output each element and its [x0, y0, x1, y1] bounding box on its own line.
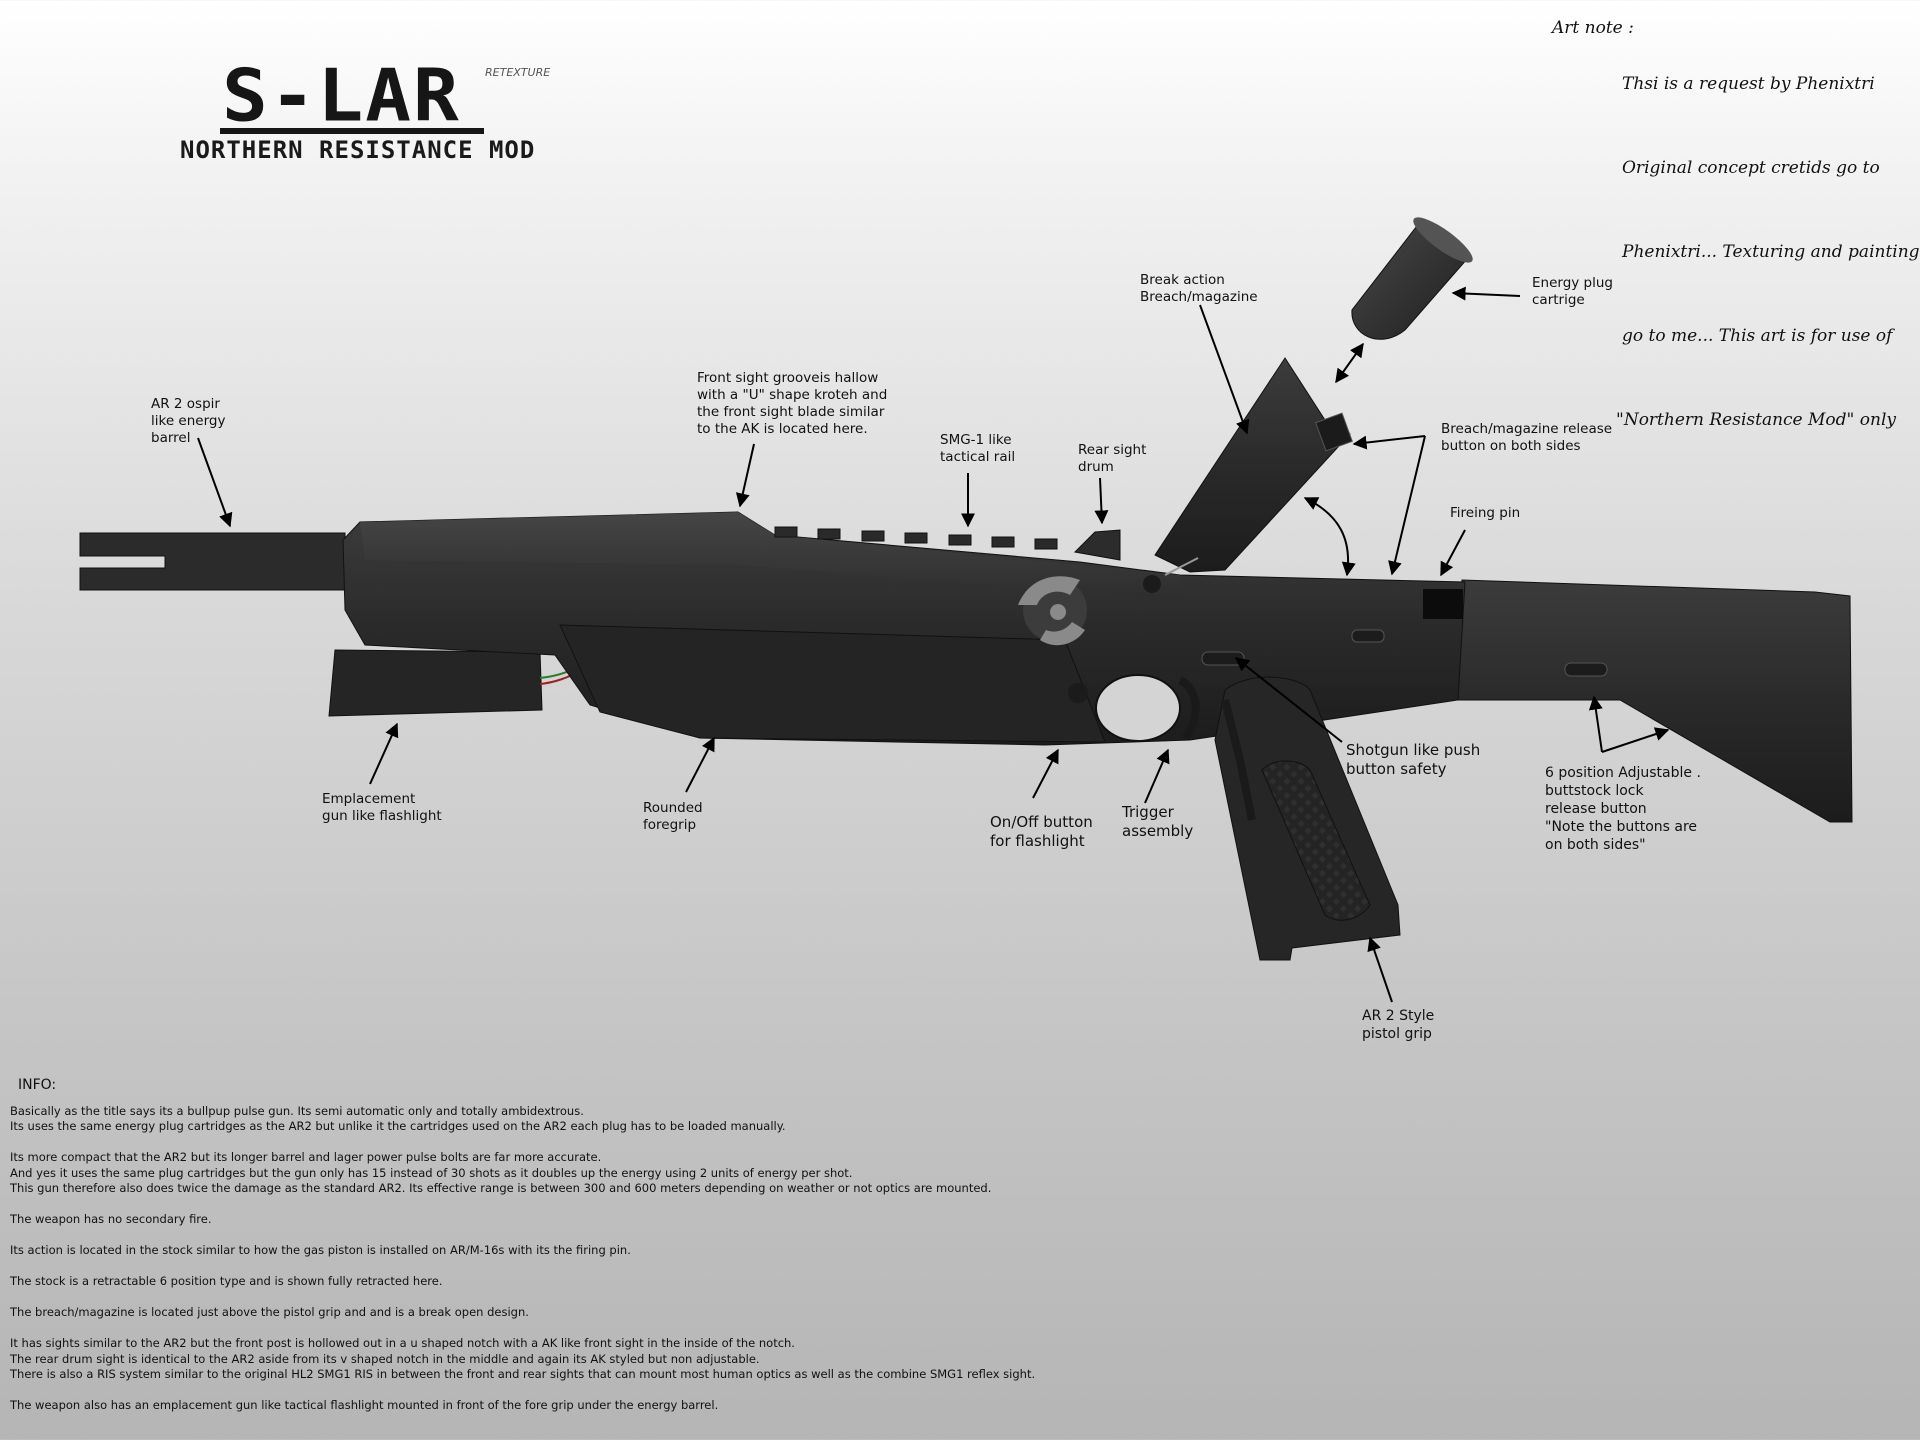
flashlight: [328, 649, 543, 717]
callout-line: with a "U" shape kroteh and: [697, 387, 888, 403]
callout-line: Rear sight: [1078, 442, 1147, 458]
callout-line: SMG-1 like: [940, 432, 1012, 448]
callout-rear-sight: Rear sight drum: [1078, 442, 1146, 476]
callout-line: Fireing pin: [1450, 505, 1521, 521]
callout-line: Emplacement: [322, 791, 416, 807]
callout-line: 6 position Adjustable .: [1545, 765, 1701, 781]
callout-line: Shotgun like push: [1346, 741, 1481, 759]
callout-line: the front sight blade similar: [697, 404, 885, 420]
info-line: The breach/magazine is located just abov…: [10, 1305, 529, 1319]
callout-line: Break action: [1140, 272, 1225, 288]
info-line: And yes it uses the same plug cartridges…: [10, 1165, 853, 1180]
info-line: Basically as the title says its a bullpu…: [10, 1103, 584, 1118]
callout-line: gun like flashlight: [322, 808, 442, 824]
info-line: The stock is a retractable 6 position ty…: [10, 1274, 443, 1288]
title-underline: [220, 128, 484, 134]
info-line: The rear drum sight is identical to the …: [10, 1351, 760, 1366]
art-note-line: go to me... This art is for use of: [1622, 326, 1893, 346]
info-paragraph: Basically as the title says its a bullpu…: [10, 1104, 1070, 1135]
combine-emblem-icon: [1018, 576, 1087, 646]
logo: S-LAR RETEXTURE NORTHERN RESISTANCE MOD: [178, 58, 578, 168]
buttstock: [1449, 579, 1853, 823]
energy-barrel: [79, 532, 346, 591]
callout-line: like energy: [151, 413, 226, 429]
callout-line: Rounded: [643, 800, 703, 816]
callout-barrel: AR 2 ospir like energy barrel: [151, 396, 225, 447]
callout-release-button: Breach/magazine release button on both s…: [1441, 421, 1612, 455]
info-line: The weapon has no secondary fire.: [10, 1212, 212, 1226]
callout-line: Breach/magazine release: [1441, 421, 1613, 437]
callout-line: for flashlight: [990, 832, 1085, 850]
foregrip: [559, 624, 1106, 743]
info-line: The weapon also has an emplacement gun l…: [10, 1398, 719, 1412]
callout-energy-plug: Energy plug cartrige: [1532, 275, 1613, 309]
callout-line: drum: [1078, 459, 1114, 475]
art-note-line: Original concept cretids go to: [1622, 158, 1880, 178]
info-title: INFO:: [18, 1077, 57, 1093]
info-paragraph: The weapon has no secondary fire.: [10, 1212, 1070, 1228]
info-paragraph: The weapon also has an emplacement gun l…: [10, 1398, 1070, 1414]
art-note-line: Thsi is a request by Phenixtri: [1622, 74, 1875, 94]
callout-line: barrel: [151, 430, 191, 446]
callout-line: on both sides": [1545, 837, 1646, 853]
callout-line: release button: [1545, 801, 1647, 817]
trigger-guard: [1095, 674, 1181, 742]
info-section: INFO: Basically as the title says its a …: [10, 1077, 1070, 1429]
info-line: It has sights similar to the AR2 but the…: [10, 1336, 795, 1350]
callout-line: On/Off button: [990, 813, 1093, 831]
callout-line: to the AK is located here.: [697, 421, 868, 437]
callout-line: AR 2 Style: [1362, 1008, 1435, 1024]
callout-arrows: [197, 286, 1670, 1003]
info-paragraph: The breach/magazine is located just abov…: [10, 1305, 1070, 1321]
callout-line: foregrip: [643, 817, 697, 833]
callout-firing-pin: Fireing pin: [1450, 505, 1520, 522]
art-note-line: Phenixtri... Texturing and painting cred…: [1622, 242, 1920, 262]
callout-line: Energy plug: [1532, 275, 1613, 291]
callout-line: Breach/magazine: [1140, 289, 1258, 305]
energy-plug: [1351, 221, 1469, 340]
callout-line: cartrige: [1532, 292, 1585, 308]
info-paragraph: Its more compact that the AR2 but its lo…: [10, 1150, 1070, 1197]
info-paragraph: The stock is a retractable 6 position ty…: [10, 1274, 1070, 1290]
callout-line: tactical rail: [940, 449, 1016, 465]
callout-pistol-grip: AR 2 Style pistol grip: [1362, 1007, 1434, 1043]
callout-onoff-button: On/Off button for flashlight: [990, 813, 1093, 851]
art-note-line: "Northern Resistance Mod" only: [1616, 410, 1896, 430]
info-paragraph: Its action is located in the stock simil…: [10, 1243, 1070, 1259]
callout-line: button safety: [1346, 760, 1447, 778]
weapon-title: S-LAR: [222, 53, 461, 138]
callout-line: AR 2 ospir: [151, 396, 220, 412]
breach-magazine: [1154, 357, 1351, 573]
art-note-lines: Thsi is a request by Phenixtri Original …: [1616, 14, 1920, 490]
callout-foregrip: Rounded foregrip: [643, 800, 703, 834]
callout-tactical-rail: SMG-1 like tactical rail: [940, 432, 1015, 466]
rear-sight-drum: [1073, 529, 1121, 561]
info-line: Its uses the same energy plug cartridges…: [10, 1119, 786, 1133]
callout-trigger: Trigger assembly: [1122, 803, 1193, 841]
info-line: Its more compact that the AR2 but its lo…: [10, 1150, 602, 1164]
callout-line: assembly: [1122, 822, 1194, 840]
callout-line: button on both sides: [1441, 438, 1581, 454]
callout-front-sight: Front sight grooveis hallow with a "U" s…: [697, 370, 887, 438]
info-line: This gun therefore also does twice the d…: [10, 1181, 992, 1195]
info-paragraph: It has sights similar to the AR2 but the…: [10, 1336, 1070, 1383]
callout-line: buttstock lock: [1545, 783, 1644, 799]
info-line: Its action is located in the stock simil…: [10, 1243, 631, 1257]
callout-line: pistol grip: [1362, 1026, 1432, 1042]
tactical-rail: [774, 526, 1058, 550]
title-tag: RETEXTURE: [485, 66, 551, 79]
info-line: There is also a RIS system similar to th…: [10, 1367, 1036, 1381]
art-note-label: Art note :: [1552, 18, 1634, 38]
callout-buttstock: 6 position Adjustable . buttstock lock r…: [1545, 764, 1701, 854]
callout-line: "Note the buttons are: [1545, 819, 1698, 835]
callout-flashlight: Emplacement gun like flashlight: [322, 791, 442, 825]
mod-subtitle: NORTHERN RESISTANCE MOD: [180, 136, 536, 164]
callout-line: Trigger: [1122, 803, 1174, 821]
callout-breach: Break action Breach/magazine: [1140, 272, 1258, 306]
callout-line: Front sight grooveis hallow: [697, 370, 879, 386]
callout-safety: Shotgun like push button safety: [1346, 741, 1480, 779]
